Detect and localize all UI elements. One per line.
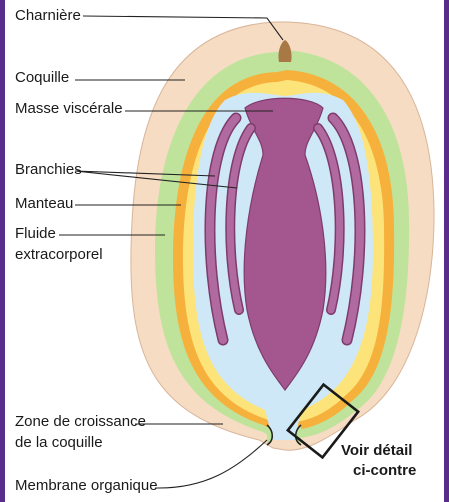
label-zone-2: de la coquille — [15, 434, 103, 451]
diagram-frame: Charnière Coquille Masse viscérale Branc… — [5, 0, 444, 502]
label-fluide-2: extracorporel — [15, 246, 103, 263]
label-manteau: Manteau — [15, 195, 73, 212]
label-fluide-1: Fluide — [15, 225, 56, 242]
label-zone-1: Zone de croissance — [15, 413, 146, 430]
label-detail-2: ci-contre — [353, 462, 416, 479]
label-charniere: Charnière — [15, 7, 81, 24]
leader-membrane — [155, 440, 267, 488]
label-masse-viscerale: Masse viscérale — [15, 100, 123, 117]
label-branchies: Branchies — [15, 161, 82, 178]
label-detail-1: Voir détail — [341, 442, 412, 459]
label-membrane: Membrane organique — [15, 477, 158, 494]
bivalve-diagram: Charnière Coquille Masse viscérale Branc… — [5, 0, 444, 502]
label-coquille: Coquille — [15, 69, 69, 86]
